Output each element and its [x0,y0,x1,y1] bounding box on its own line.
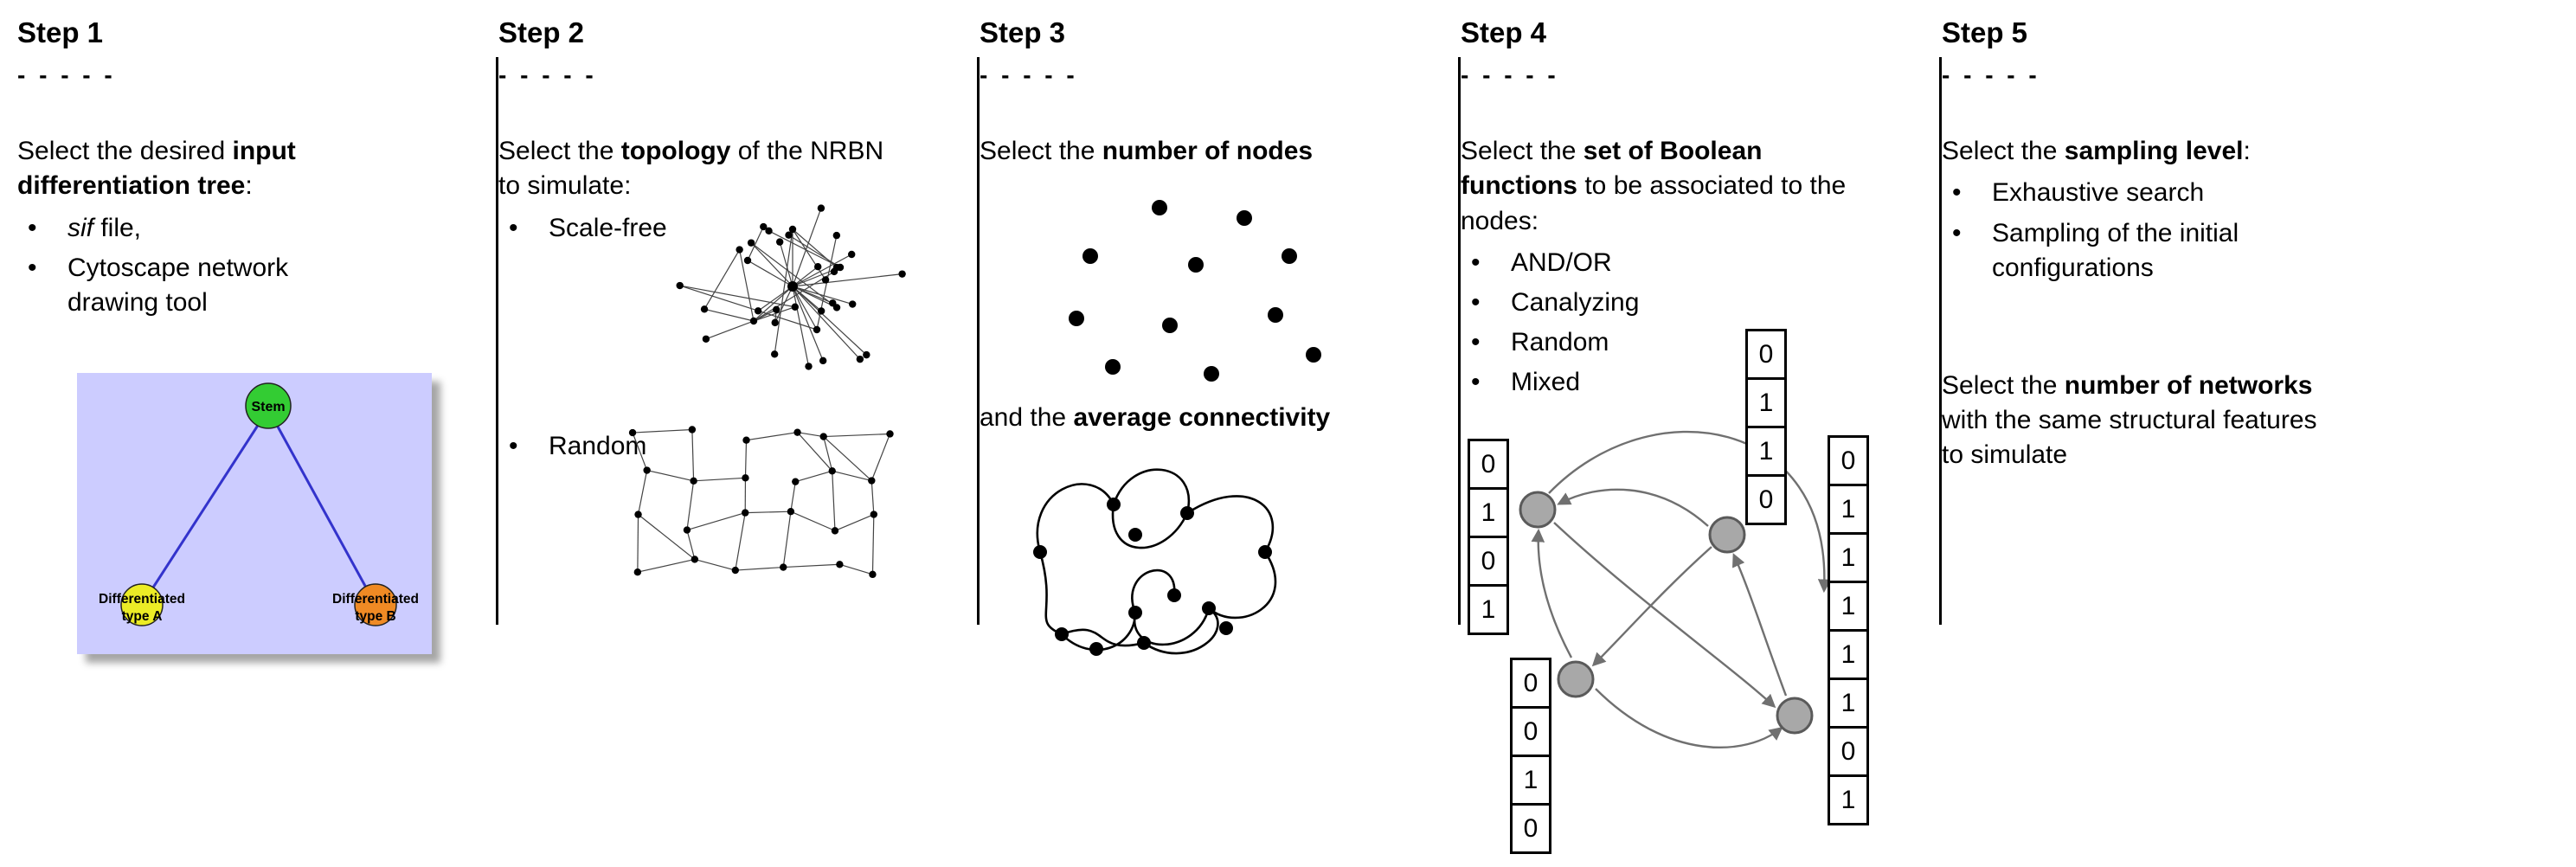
step-4-intro: Select the set of Boolean functions to b… [1461,134,1859,239]
truth-table-cell: 0 [1510,658,1551,709]
truth-table-cell: 1 [1745,377,1787,428]
truth-table-cell: 1 [1745,426,1787,477]
boolean-network-figure: 0 1 0 1 0 1 1 0 0 0 1 0 0 1 1 1 [1461,305,1919,867]
differentiated-a-label-line1: Differentiated [99,592,185,607]
step-1-title: Step 1 [17,16,496,50]
nodes-dots-illustration [1056,189,1324,388]
truth-table-cell: 0 [1510,803,1551,854]
truth-table-cell: 0 [1828,726,1869,777]
step-4-title: Step 4 [1461,16,1939,50]
truth-table-top: 0 1 1 0 [1745,329,1787,525]
differentiation-tree-figure: Stem Differentiated type A Differentiate… [77,373,432,654]
step-3-column: Step 3 - - - - - Select the number of no… [980,16,1458,846]
step-5-dashes: - - - - - [1942,61,2420,90]
truth-table-cell: 1 [1828,678,1869,729]
truth-table-cell: 1 [1828,581,1869,632]
differentiated-b-label-line1: Differentiated [332,592,419,607]
stem-node-label: Stem [251,400,285,414]
truth-table-cell: 1 [1828,774,1869,825]
random-network-illustration [628,414,901,587]
truth-table-right: 0 1 1 1 1 1 0 1 [1828,435,1869,825]
step-5-number-of-networks-text: Select the number of networks with the s… [1942,369,2322,473]
step-5-title: Step 5 [1942,16,2420,50]
truth-table-cell: 0 [1745,474,1787,525]
bullet-sif-file: sif file, [17,211,381,246]
bullet-sampling-initial-configurations: Sampling of the initial configurations [1942,216,2305,286]
truth-table-cell: 1 [1828,484,1869,535]
step-3-title: Step 3 [980,16,1458,50]
truth-table-bottom-left: 0 0 1 0 [1510,658,1551,854]
truth-table-cell: 0 [1510,706,1551,757]
step-1-intro: Select the desired input differentiation… [17,134,415,203]
truth-table-cell: 1 [1468,584,1509,635]
scale-free-network-illustration [663,184,922,396]
bullet-and-or: AND/OR [1461,246,1824,280]
step-1-bullet-list: sif file, Cytoscape network drawing tool [17,211,381,321]
step-4-column: Step 4 - - - - - Select the set of Boole… [1461,16,1939,846]
truth-table-cell: 0 [1828,435,1869,486]
step-3-intro: Select the number of nodes [980,134,1378,169]
truth-table-cell: 1 [1828,629,1869,680]
step-5-column: Step 5 - - - - - Select the sampling lev… [1942,16,2420,846]
truth-table-cell: 0 [1468,439,1509,490]
step-1-column: Step 1 - - - - - Select the desired inpu… [17,16,496,846]
step-5-bullet-list: Exhaustive search Sampling of the initia… [1942,176,2305,286]
differentiated-a-label-line2: type A [122,609,163,624]
truth-table-left: 0 1 0 1 [1468,439,1509,635]
bullet-cytoscape: Cytoscape network drawing tool [17,251,381,320]
step-3-connectivity-text: and the average connectivity [980,401,1412,435]
step-5-intro: Select the sampling level: [1942,134,2340,169]
bullet-exhaustive-search: Exhaustive search [1942,176,2305,210]
differentiated-b-label-line2: type B [355,609,395,624]
truth-table-cell: 0 [1468,536,1509,587]
connectivity-tangle-illustration [1014,448,1317,678]
step-2-column: Step 2 - - - - - Select the topology of … [498,16,977,846]
truth-table-cell: 1 [1828,532,1869,583]
truth-table-cell: 1 [1468,487,1509,538]
step-2-dashes: - - - - - [498,61,977,90]
truth-table-cell: 0 [1745,329,1787,380]
step-3-dashes: - - - - - [980,61,1458,90]
step-2-title: Step 2 [498,16,977,50]
step-1-dashes: - - - - - [17,61,496,90]
step-4-dashes: - - - - - [1461,61,1939,90]
truth-table-cell: 1 [1510,755,1551,806]
